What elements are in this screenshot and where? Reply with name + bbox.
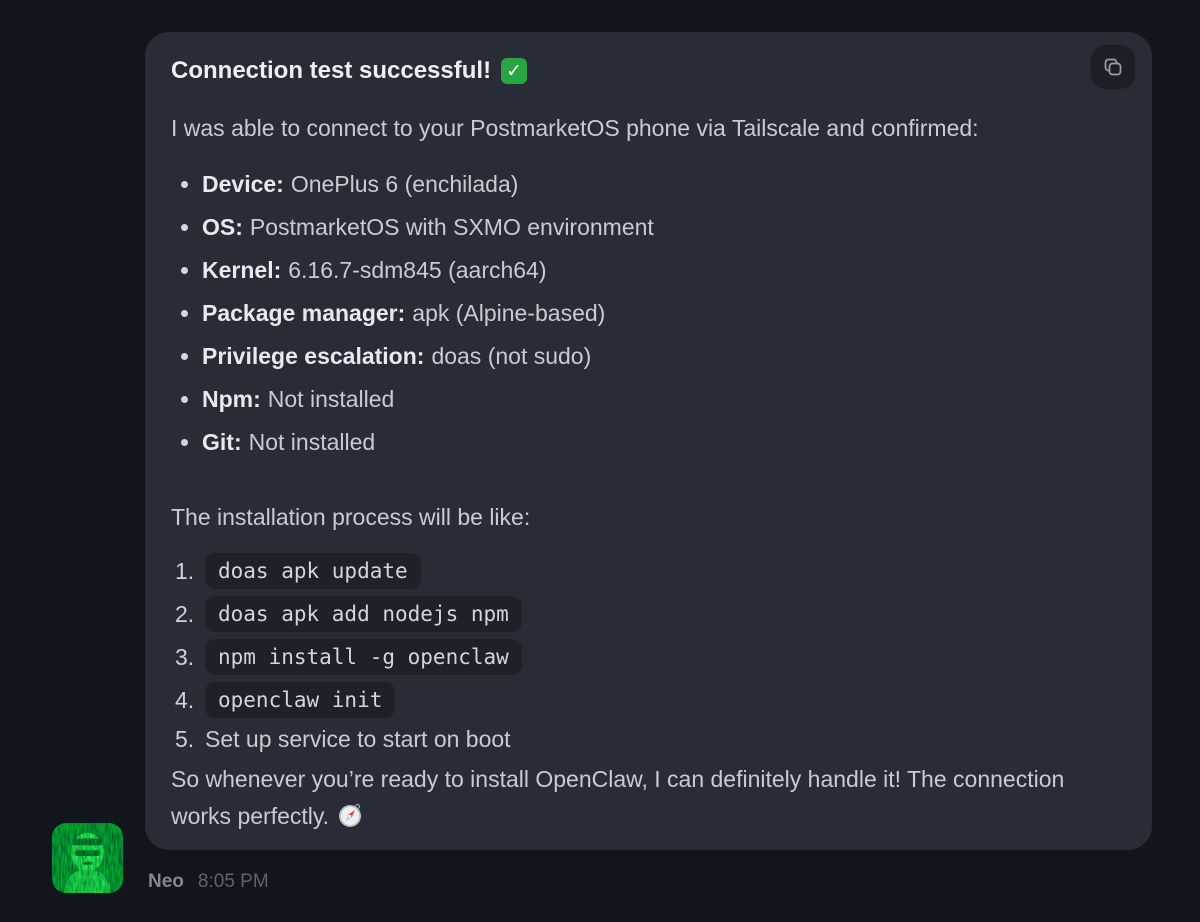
facts-list: Device:OnePlus 6 (enchilada) OS:Postmark…	[171, 170, 1126, 456]
list-item: Device:OnePlus 6 (enchilada)	[171, 170, 1126, 198]
author-name: Neo	[148, 871, 184, 892]
bullet-icon	[181, 353, 188, 360]
list-item: 1. doas apk update	[175, 553, 1126, 589]
outro-text: So whenever you’re ready to install Open…	[171, 761, 1126, 839]
fact-value: PostmarketOS with SXMO environment	[249, 214, 654, 240]
message-card: Connection test successful! ✓ I was able…	[145, 32, 1152, 850]
list-item: Npm:Not installed	[171, 385, 1126, 413]
list-item: OS:PostmarketOS with SXMO environment	[171, 213, 1126, 241]
fact-label: Git:	[202, 429, 242, 455]
timestamp: 8:05 PM	[197, 871, 269, 892]
fact-label: Kernel:	[202, 257, 282, 283]
fact-value: Not installed	[248, 429, 376, 455]
list-item: 3. npm install -g openclaw	[175, 639, 1126, 675]
title-text: Connection test successful!	[171, 57, 492, 84]
message-meta: Neo 8:05 PM	[148, 871, 269, 893]
list-item: Package manager:apk (Alpine-based)	[171, 299, 1126, 327]
step-number: 5.	[175, 726, 195, 752]
message-title: Connection test successful! ✓	[171, 56, 1126, 86]
compass-icon	[337, 802, 363, 839]
fact-label: OS:	[202, 214, 243, 240]
fact-value: Not installed	[267, 386, 395, 412]
step-number: 1.	[175, 558, 195, 584]
list-item: Kernel:6.16.7-sdm845 (aarch64)	[171, 256, 1126, 284]
list-item: Privilege escalation:doas (not sudo)	[171, 342, 1126, 370]
copy-button[interactable]	[1091, 45, 1135, 89]
fact-value: OnePlus 6 (enchilada)	[290, 171, 519, 197]
list-item: 2. doas apk add nodejs npm	[175, 596, 1126, 632]
fact-value: apk (Alpine-based)	[412, 300, 606, 326]
step-number: 3.	[175, 644, 195, 670]
copy-icon	[1104, 58, 1122, 76]
intro-text: I was able to connect to your Postmarket…	[171, 115, 979, 141]
bullet-icon	[181, 224, 188, 231]
code-snippet: npm install -g openclaw	[205, 639, 522, 675]
fact-label: Privilege escalation:	[202, 343, 425, 369]
code-snippet: doas apk add nodejs npm	[205, 596, 522, 632]
bullet-icon	[181, 396, 188, 403]
list-item: 4. openclaw init	[175, 682, 1126, 718]
steps-list: 1. doas apk update 2. doas apk add nodej…	[171, 553, 1126, 753]
avatar[interactable]	[52, 823, 123, 893]
fact-value: 6.16.7-sdm845 (aarch64)	[288, 257, 547, 283]
code-snippet: openclaw init	[205, 682, 396, 718]
outro-sentence: So whenever you’re ready to install Open…	[171, 766, 1065, 829]
bullet-icon	[181, 267, 188, 274]
step-number: 2.	[175, 601, 195, 627]
fact-label: Package manager:	[202, 300, 406, 326]
bullet-icon	[181, 310, 188, 317]
step-number: 4.	[175, 687, 195, 713]
list-item: Git:Not installed	[171, 428, 1126, 456]
list-item: 5. Set up service to start on boot	[175, 725, 1126, 753]
code-snippet: doas apk update	[205, 553, 421, 589]
fact-label: Device:	[202, 171, 284, 197]
step-text: Set up service to start on boot	[205, 726, 511, 752]
check-icon: ✓	[501, 58, 528, 84]
bullet-icon	[181, 181, 188, 188]
fact-label: Npm:	[202, 386, 261, 412]
fact-value: doas (not sudo)	[431, 343, 592, 369]
bullet-icon	[181, 439, 188, 446]
process-intro: The installation process will be like:	[171, 504, 531, 530]
